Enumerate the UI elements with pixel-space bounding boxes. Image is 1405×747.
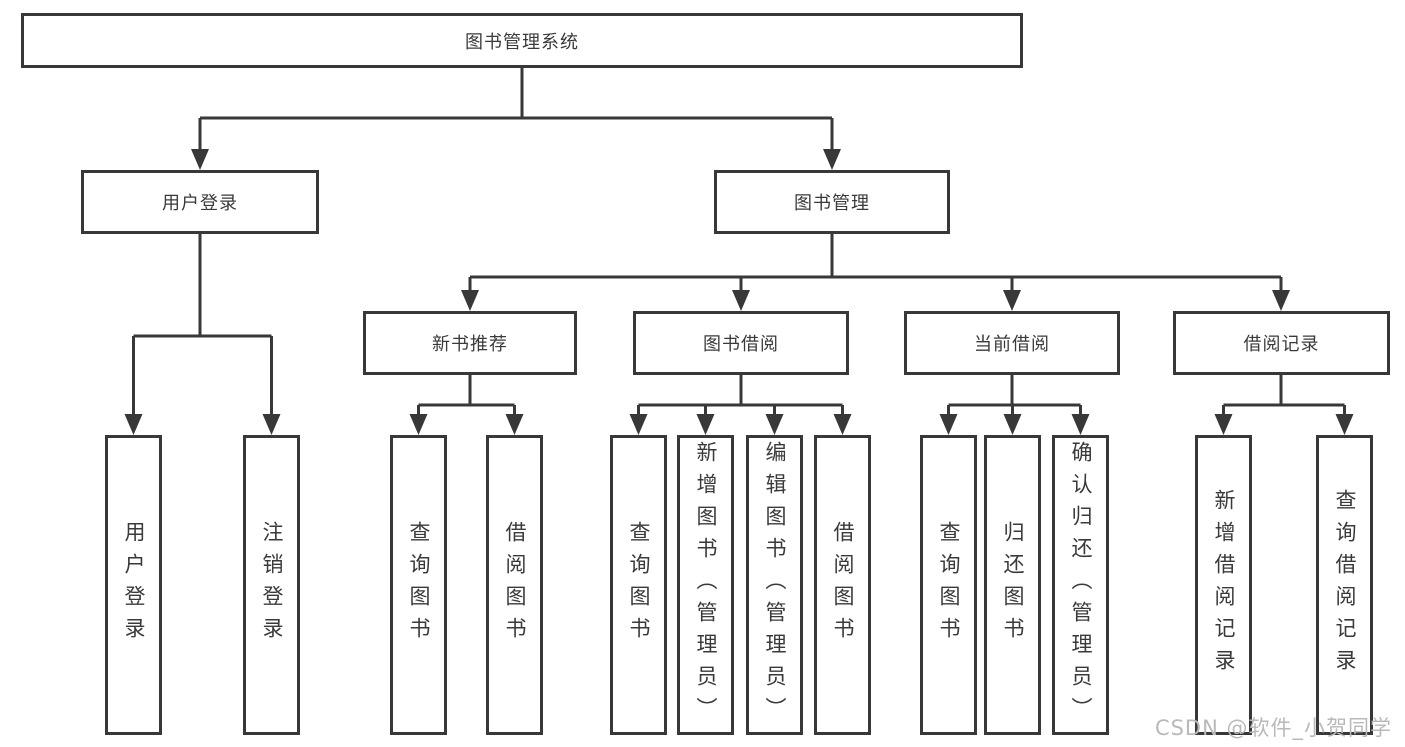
leaf-query-books: 查询图书 — [920, 435, 977, 735]
leaf-confirm-return-admin: 确认归还（管理员） — [1052, 435, 1109, 735]
node-label: 当前借阅 — [974, 334, 1050, 355]
node-root-library-system: 图书管理系统 — [21, 13, 1023, 68]
leaf-query-borrow-record: 查询借阅记录 — [1316, 435, 1373, 735]
leaf-logout: 注销登录 — [243, 435, 300, 735]
leaf-borrow-books: 借阅图书 — [486, 435, 543, 735]
leaf-label: 注销登录 — [260, 521, 284, 649]
leaf-label: 借阅图书 — [503, 521, 527, 649]
leaf-borrow-books: 借阅图书 — [814, 435, 871, 735]
node-borrow-records: 借阅记录 — [1173, 311, 1390, 375]
leaf-add-books-admin: 新增图书（管理员） — [677, 435, 734, 735]
node-label: 图书管理系统 — [465, 31, 579, 53]
node-label: 用户登录 — [162, 193, 238, 214]
leaf-label: 查询图书 — [407, 521, 431, 649]
leaf-add-borrow-record: 新增借阅记录 — [1195, 435, 1252, 735]
node-user-login: 用户登录 — [81, 170, 319, 234]
csdn-watermark: CSDN @软件_小贺同学 — [1154, 716, 1392, 740]
leaf-edit-books-admin: 编辑图书（管理员） — [746, 435, 803, 735]
leaf-label: 确认归还（管理员） — [1069, 441, 1093, 729]
leaf-label: 编辑图书（管理员） — [763, 441, 787, 729]
leaf-label: 借阅图书 — [831, 521, 855, 649]
leaf-user-login: 用户登录 — [105, 435, 162, 735]
node-label: 新书推荐 — [432, 334, 508, 355]
leaf-label: 用户登录 — [122, 521, 146, 649]
leaf-label: 查询借阅记录 — [1333, 489, 1357, 681]
leaf-label: 查询图书 — [937, 521, 961, 649]
leaf-return-books: 归还图书 — [984, 435, 1041, 735]
node-book-borrow: 图书借阅 — [633, 311, 849, 375]
leaf-label: 查询图书 — [627, 521, 651, 649]
connector-lines — [132, 68, 1346, 417]
node-book-management: 图书管理 — [714, 170, 950, 234]
node-new-book-recommend: 新书推荐 — [363, 311, 577, 375]
node-label: 图书借阅 — [703, 334, 779, 355]
leaf-query-books: 查询图书 — [610, 435, 667, 735]
leaf-query-books: 查询图书 — [390, 435, 447, 735]
node-label: 借阅记录 — [1243, 334, 1320, 355]
leaf-label: 归还图书 — [1001, 521, 1025, 649]
leaf-label: 新增借阅记录 — [1212, 489, 1236, 681]
arrowhead-icons — [124, 149, 1354, 435]
node-current-borrow: 当前借阅 — [904, 311, 1120, 375]
node-label: 图书管理 — [794, 193, 870, 214]
leaf-label: 新增图书（管理员） — [694, 441, 718, 729]
